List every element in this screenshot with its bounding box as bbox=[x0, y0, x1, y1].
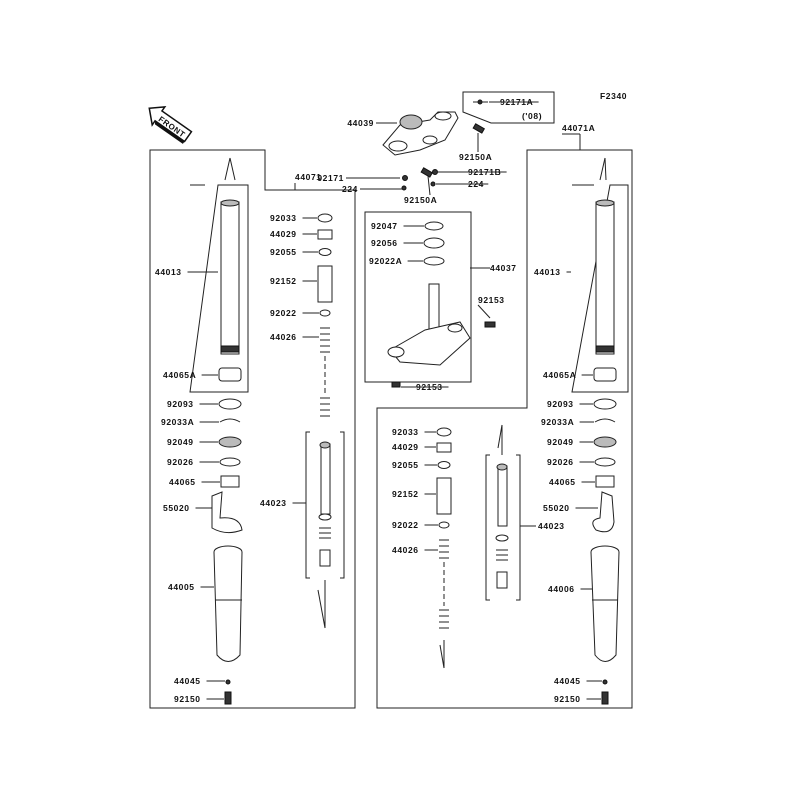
part-number-label: 92171 bbox=[317, 173, 344, 183]
part-number-label: 44065A bbox=[163, 370, 196, 380]
part-number-label: 44045 bbox=[554, 676, 581, 686]
part-number-label: 44065A bbox=[543, 370, 576, 380]
note-frame bbox=[462, 91, 555, 124]
part-number-label: 92033A bbox=[161, 417, 194, 427]
part-number-label: 44037 bbox=[490, 263, 517, 273]
part-number-label: 44006 bbox=[548, 584, 575, 594]
part-number-label: 92150A bbox=[404, 195, 437, 205]
part-number-label: 44005 bbox=[168, 582, 195, 592]
part-number-label: 92055 bbox=[270, 247, 297, 257]
steering-stem-part bbox=[387, 221, 496, 388]
left-damper-parts bbox=[305, 213, 345, 629]
part-number-label: 92093 bbox=[167, 399, 194, 409]
part-number-label: 92049 bbox=[167, 437, 194, 447]
part-number-label: 224 bbox=[342, 184, 358, 194]
part-number-label: 92150A bbox=[459, 152, 492, 162]
leader-line bbox=[427, 175, 431, 196]
part-number-label: 92033 bbox=[392, 427, 419, 437]
part-number-label: 44065 bbox=[169, 477, 196, 487]
part-labels: F234092171A('08)4403992150A9217122492171… bbox=[155, 91, 627, 704]
part-number-label: 92153 bbox=[478, 295, 505, 305]
front-arrow-logo: FRONT bbox=[148, 106, 193, 144]
part-number-label: 92026 bbox=[547, 457, 574, 467]
part-number-label: 44013 bbox=[534, 267, 561, 277]
part-number-label: 55020 bbox=[543, 503, 570, 513]
part-number-label: 92047 bbox=[371, 221, 398, 231]
part-number-label: 92022A bbox=[369, 256, 402, 266]
part-number-label: 44071 bbox=[295, 172, 322, 182]
part-number-label: 44065 bbox=[549, 477, 576, 487]
part-number-label: 92055 bbox=[392, 460, 419, 470]
part-number-label: 44026 bbox=[270, 332, 297, 342]
steering-stem-frame bbox=[364, 211, 472, 383]
right-damper-parts bbox=[436, 424, 521, 669]
part-number-label: 92150 bbox=[554, 694, 581, 704]
right-inner-tube-part bbox=[571, 157, 629, 705]
part-number-label: 44029 bbox=[270, 229, 297, 239]
part-number-label: 92033A bbox=[541, 417, 574, 427]
part-number-label: 92049 bbox=[547, 437, 574, 447]
part-number-label: ('08) bbox=[522, 111, 542, 121]
part-number-label: F2340 bbox=[600, 91, 627, 101]
part-number-label: 44026 bbox=[392, 545, 419, 555]
part-number-label: 92093 bbox=[547, 399, 574, 409]
part-number-label: 44071A bbox=[562, 123, 595, 133]
left-fork-frame bbox=[149, 149, 356, 709]
part-number-label: 92152 bbox=[392, 489, 419, 499]
part-number-label: 55020 bbox=[163, 503, 190, 513]
part-number-label: 44039 bbox=[347, 118, 374, 128]
part-number-label: 92150 bbox=[174, 694, 201, 704]
part-number-label: 92056 bbox=[371, 238, 398, 248]
part-number-label: 92022 bbox=[392, 520, 419, 530]
part-number-label: 44023 bbox=[260, 498, 287, 508]
left-inner-tube-part bbox=[189, 157, 249, 705]
part-number-label: 92022 bbox=[270, 308, 297, 318]
part-number-label: 44045 bbox=[174, 676, 201, 686]
part-number-label: 44029 bbox=[392, 442, 419, 452]
part-number-label: 92033 bbox=[270, 213, 297, 223]
leader-line bbox=[477, 304, 491, 319]
part-number-label: 44013 bbox=[155, 267, 182, 277]
upper-bracket-part bbox=[382, 99, 488, 191]
part-number-label: 92152 bbox=[270, 276, 297, 286]
right-fork-frame bbox=[376, 149, 633, 709]
part-number-label: 44023 bbox=[538, 521, 565, 531]
part-number-label: 92026 bbox=[167, 457, 194, 467]
